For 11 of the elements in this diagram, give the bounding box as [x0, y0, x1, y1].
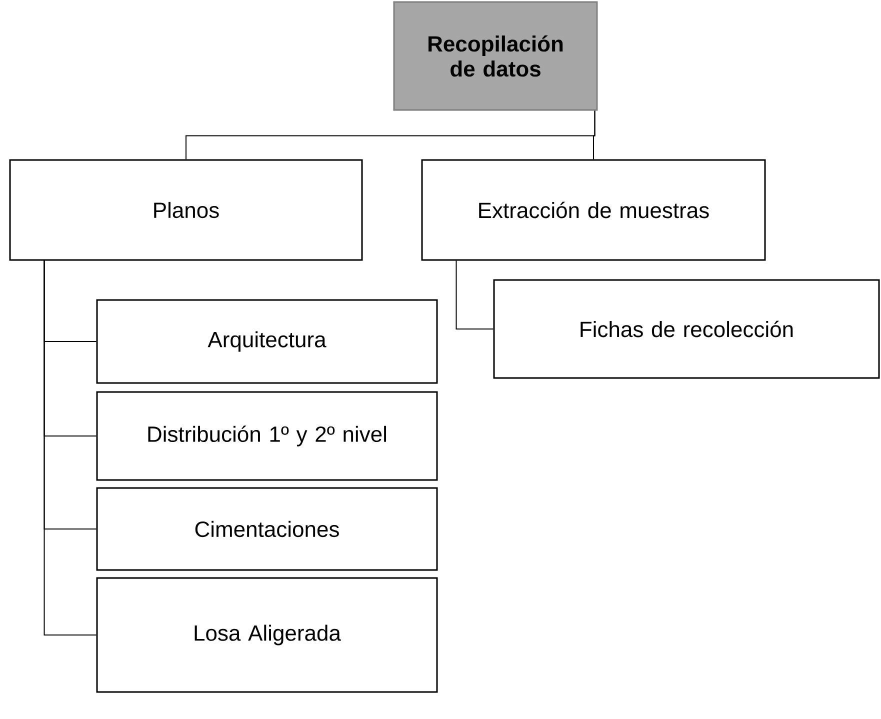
process-box: Planos — [9, 159, 363, 261]
connector-line — [44, 260, 97, 636]
process-box: Extracción de muestras — [421, 159, 766, 261]
connector-line — [593, 110, 596, 160]
process-box: Losa Aligerada — [96, 577, 438, 693]
connector-line — [456, 260, 494, 330]
process-box: Cimentaciones — [96, 487, 438, 571]
process-box: Distribución 1º y 2º nivel — [96, 391, 438, 481]
header-box: Recopilación de datos — [393, 1, 598, 111]
process-box: Arquitectura — [96, 299, 438, 384]
process-box: Fichas de recolección — [493, 279, 880, 379]
